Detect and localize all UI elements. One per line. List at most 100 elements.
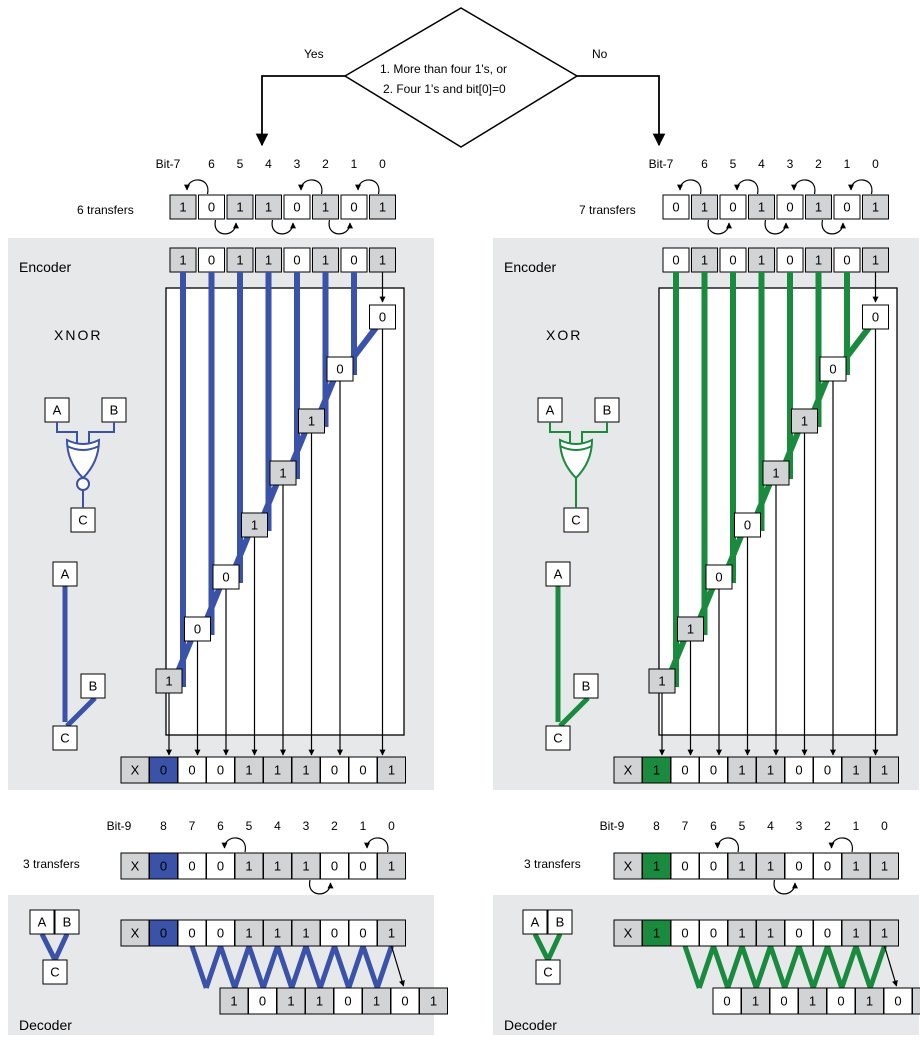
left-stage-cell-0-value: 0 [379, 310, 386, 325]
left-encoder-input-bit-4-value: 0 [293, 253, 300, 268]
right-encoded-bit-7-value: 0 [824, 763, 831, 778]
left-input-bit-6-value: 0 [350, 200, 357, 215]
left-dec-bit-header-1: 8 [160, 819, 167, 833]
right-dec-legend-b-value: B [556, 915, 565, 930]
right-encoded-bit-1-value: 1 [653, 763, 660, 778]
left-encoder-input-bit-0-value: 1 [179, 253, 186, 268]
right-bit-header-0: Bit-7 [649, 157, 674, 171]
left-transfer-arrow-top-4 [301, 180, 322, 194]
left-input-bit-2-value: 1 [236, 200, 243, 215]
left-bit-header-6: 1 [351, 157, 358, 171]
right-dec-transfer-arrow-top-3 [718, 838, 739, 852]
left-decoded-bit-7-value: 1 [430, 994, 437, 1009]
left-legend-a-value: A [61, 567, 70, 582]
right-dec-input-bit-4-value: 1 [738, 926, 745, 941]
right-input-bit-6-value: 0 [843, 200, 850, 215]
right-decoded-bit-7 [913, 988, 920, 1014]
right-bit-header-7: 0 [872, 157, 879, 171]
right-dec-bit-header-1: 8 [653, 819, 660, 833]
right-decoded-bit-6-value: 0 [894, 994, 901, 1009]
left-input-bit-1-value: 0 [208, 200, 215, 215]
left-dec-input-bit-6-value: 1 [302, 926, 309, 941]
right-dec-input-bit-2-value: 0 [681, 926, 688, 941]
left-dec-transfer-arrow-top-3 [225, 838, 246, 852]
left-dec-transfer-bit-9-value: 1 [388, 859, 395, 874]
right-dec-input-bit-1-value: 1 [653, 926, 660, 941]
right-dec-bit-header-0: Bit-9 [600, 819, 625, 833]
left-dec-transfer-bit-4-value: 1 [245, 859, 252, 874]
right-transfer-arrow-top-0 [680, 180, 701, 194]
left-dec-bit-header-0: Bit-9 [107, 819, 132, 833]
right-dec-input-bit-0-value: X [624, 926, 633, 941]
left-bit-header-4: 3 [294, 157, 301, 171]
right-dec-transfer-bit-8-value: 1 [852, 859, 859, 874]
right-encoded-bit-3-value: 0 [710, 763, 717, 778]
left-decoder-transfers-label: 3 transfers [23, 857, 80, 871]
right-dec-input-bit-9-value: 1 [881, 926, 888, 941]
left-dec-bit-header-4: 5 [246, 819, 253, 833]
left-encoder-input-bit-3-value: 1 [265, 253, 272, 268]
right-input-bit-1-value: 1 [701, 200, 708, 215]
right-dec-legend-a-value: A [531, 915, 540, 930]
left-transfer-arrow-top-6 [358, 180, 379, 194]
right-encoder-input-bit-6-value: 0 [843, 253, 850, 268]
left-input-bit-7-value: 1 [379, 200, 386, 215]
right-transfer-arrow-bottom-3 [765, 220, 786, 234]
right-dec-transfer-bit-0-value: X [624, 859, 633, 874]
right-legend-a-value: A [554, 567, 563, 582]
right-dec-transfer-arrow-top-7 [832, 838, 853, 852]
right-dec-transfer-bit-5-value: 1 [767, 859, 774, 874]
right-encoded-bit-9-value: 1 [881, 763, 888, 778]
left-decoded-bit-3-value: 1 [316, 994, 323, 1009]
right-dec-bit-header-8: 1 [853, 819, 860, 833]
right-gate-input-a-value: A [546, 403, 555, 418]
left-dec-input-bit-2-value: 0 [188, 926, 195, 941]
left-bit-header-2: 5 [237, 157, 244, 171]
left-stage-cell-4-value: 1 [251, 518, 258, 533]
left-input-bit-4-value: 0 [293, 200, 300, 215]
left-stage-cell-3-value: 1 [279, 466, 286, 481]
right-dec-transfer-bit-7-value: 0 [824, 859, 831, 874]
yes-branch-arrow [262, 76, 345, 145]
right-bit-header-6: 1 [844, 157, 851, 171]
left-dec-input-bit-8-value: 0 [359, 926, 366, 941]
right-encoded-bit-2-value: 0 [681, 763, 688, 778]
left-encoder-input-bit-2-value: 1 [236, 253, 243, 268]
left-dec-legend-b-value: B [63, 915, 72, 930]
left-dec-transfer-bit-6-value: 1 [302, 859, 309, 874]
right-dec-bit-header-4: 5 [739, 819, 746, 833]
right-encoder-frame [659, 288, 897, 735]
right-legend-b-value: B [582, 679, 591, 694]
left-dec-transfer-bit-8-value: 0 [359, 859, 366, 874]
left-dec-bit-header-3: 6 [217, 819, 224, 833]
left-gate-input-b-value: B [110, 403, 119, 418]
right-encoder-input-bit-5-value: 1 [815, 253, 822, 268]
right-encoder-input-bit-1-value: 1 [701, 253, 708, 268]
right-dec-bit-header-9: 0 [881, 819, 888, 833]
right-input-bit-0-value: 0 [672, 200, 679, 215]
right-encoder-input-bit-0-value: 0 [672, 253, 679, 268]
right-transfer-arrow-top-6 [851, 180, 872, 194]
left-decoded-bit-4-value: 0 [344, 994, 351, 1009]
left-encoder-title: Encoder [19, 259, 71, 275]
left-encoder-input-bit-6-value: 0 [350, 253, 357, 268]
right-gate-output-c-value: C [571, 513, 580, 528]
right-input-bit-5-value: 1 [815, 200, 822, 215]
right-stage-cell-3-value: 1 [772, 466, 779, 481]
right-dec-legend-c-value: C [543, 965, 552, 980]
right-dec-bit-header-2: 7 [682, 819, 689, 833]
left-encoded-bit-7-value: 0 [331, 763, 338, 778]
left-dec-input-bit-1-value: 0 [160, 926, 167, 941]
right-encoded-bit-8-value: 1 [852, 763, 859, 778]
left-dec-bit-header-6: 3 [303, 819, 310, 833]
right-decoder-transfers-label: 3 transfers [524, 857, 581, 871]
left-dec-bit-header-9: 0 [388, 819, 395, 833]
left-encoded-bit-2-value: 0 [188, 763, 195, 778]
left-dec-input-bit-5-value: 1 [274, 926, 281, 941]
right-stage-cell-2-value: 1 [801, 414, 808, 429]
left-gate-output-c-value: C [78, 513, 87, 528]
left-encoded-bit-3-value: 0 [217, 763, 224, 778]
left-legend-b-value: B [89, 679, 98, 694]
right-encoded-bit-6-value: 0 [795, 763, 802, 778]
left-encoder-input-bit-1-value: 0 [208, 253, 215, 268]
